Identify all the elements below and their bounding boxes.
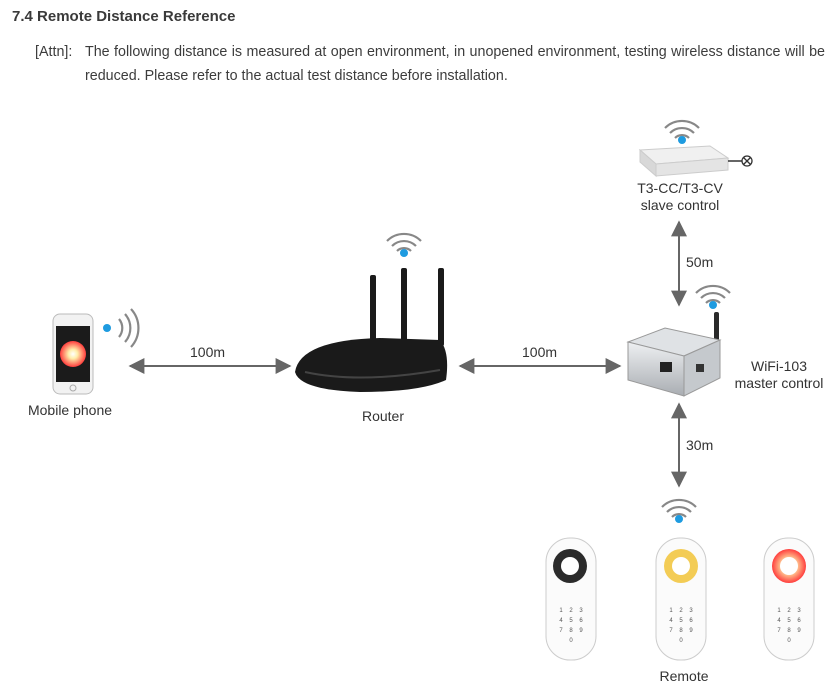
remote-control-icon: [655, 537, 707, 661]
keypad-key: 7: [669, 628, 673, 634]
keypad-key: 4: [777, 618, 781, 624]
keypad-key: 3: [579, 608, 583, 614]
distance-master-slave: 50m: [686, 254, 714, 270]
mobile-phone-icon: [52, 313, 94, 395]
remote-label: Remote: [659, 668, 709, 684]
keypad-key: 1: [777, 608, 781, 614]
section-heading: 7.4 Remote Distance Reference: [12, 8, 236, 25]
keypad-key: 0: [569, 638, 573, 644]
slave-role: slave control: [640, 197, 720, 213]
keypad-key: 9: [797, 628, 801, 634]
attn-text: The following distance is measured at op…: [85, 44, 825, 84]
master-model: WiFi-103: [750, 358, 807, 374]
router-icon: [295, 268, 448, 392]
keypad-key: 7: [777, 628, 781, 634]
keypad-key: 4: [559, 618, 563, 624]
keypad-key: 6: [797, 618, 801, 624]
mobile-phone-label: Mobile phone: [27, 402, 113, 418]
keypad-key: 7: [559, 628, 563, 634]
wifi-icon: [661, 498, 697, 523]
master-control-label: WiFi-103 master control: [724, 358, 832, 392]
wifi-icon: [664, 119, 700, 144]
keypad-key: 6: [689, 618, 693, 624]
keypad-key: 2: [787, 608, 791, 614]
keypad-key: 3: [689, 608, 693, 614]
wifi-icon: [103, 308, 140, 348]
keypad-key: 9: [579, 628, 583, 634]
slave-model: T3-CC/T3-CV: [637, 180, 723, 196]
keypad-key: 4: [669, 618, 673, 624]
keypad-key: 0: [679, 638, 683, 644]
keypad-key: 3: [797, 608, 801, 614]
remote-control-icon: [545, 537, 597, 661]
slave-controller-icon: [638, 145, 753, 178]
keypad-key: 8: [569, 628, 573, 634]
slave-control-label: T3-CC/T3-CV slave control: [620, 180, 740, 214]
keypad-key: 1: [669, 608, 673, 614]
keypad-key: 9: [689, 628, 693, 634]
wifi-icon: [695, 284, 731, 309]
master-controller-icon: [626, 312, 722, 397]
distance-router-master: 100m: [522, 344, 558, 360]
distance-master-remote: 30m: [686, 437, 714, 453]
router-label: Router: [361, 408, 405, 424]
wifi-icon: [386, 232, 422, 257]
keypad-key: 8: [679, 628, 683, 634]
keypad-key: 2: [679, 608, 683, 614]
distance-phone-router: 100m: [190, 344, 226, 360]
keypad-key: 6: [579, 618, 583, 624]
keypad-key: 2: [569, 608, 573, 614]
keypad-key: 8: [787, 628, 791, 634]
keypad-key: 0: [787, 638, 791, 644]
remote-control-icon: [763, 537, 815, 661]
keypad-key: 5: [679, 618, 683, 624]
keypad-key: 5: [787, 618, 791, 624]
attn-tag: [Attn]:: [35, 44, 73, 60]
keypad-key: 5: [569, 618, 573, 624]
keypad-key: 1: [559, 608, 563, 614]
master-role: master control: [734, 375, 824, 391]
